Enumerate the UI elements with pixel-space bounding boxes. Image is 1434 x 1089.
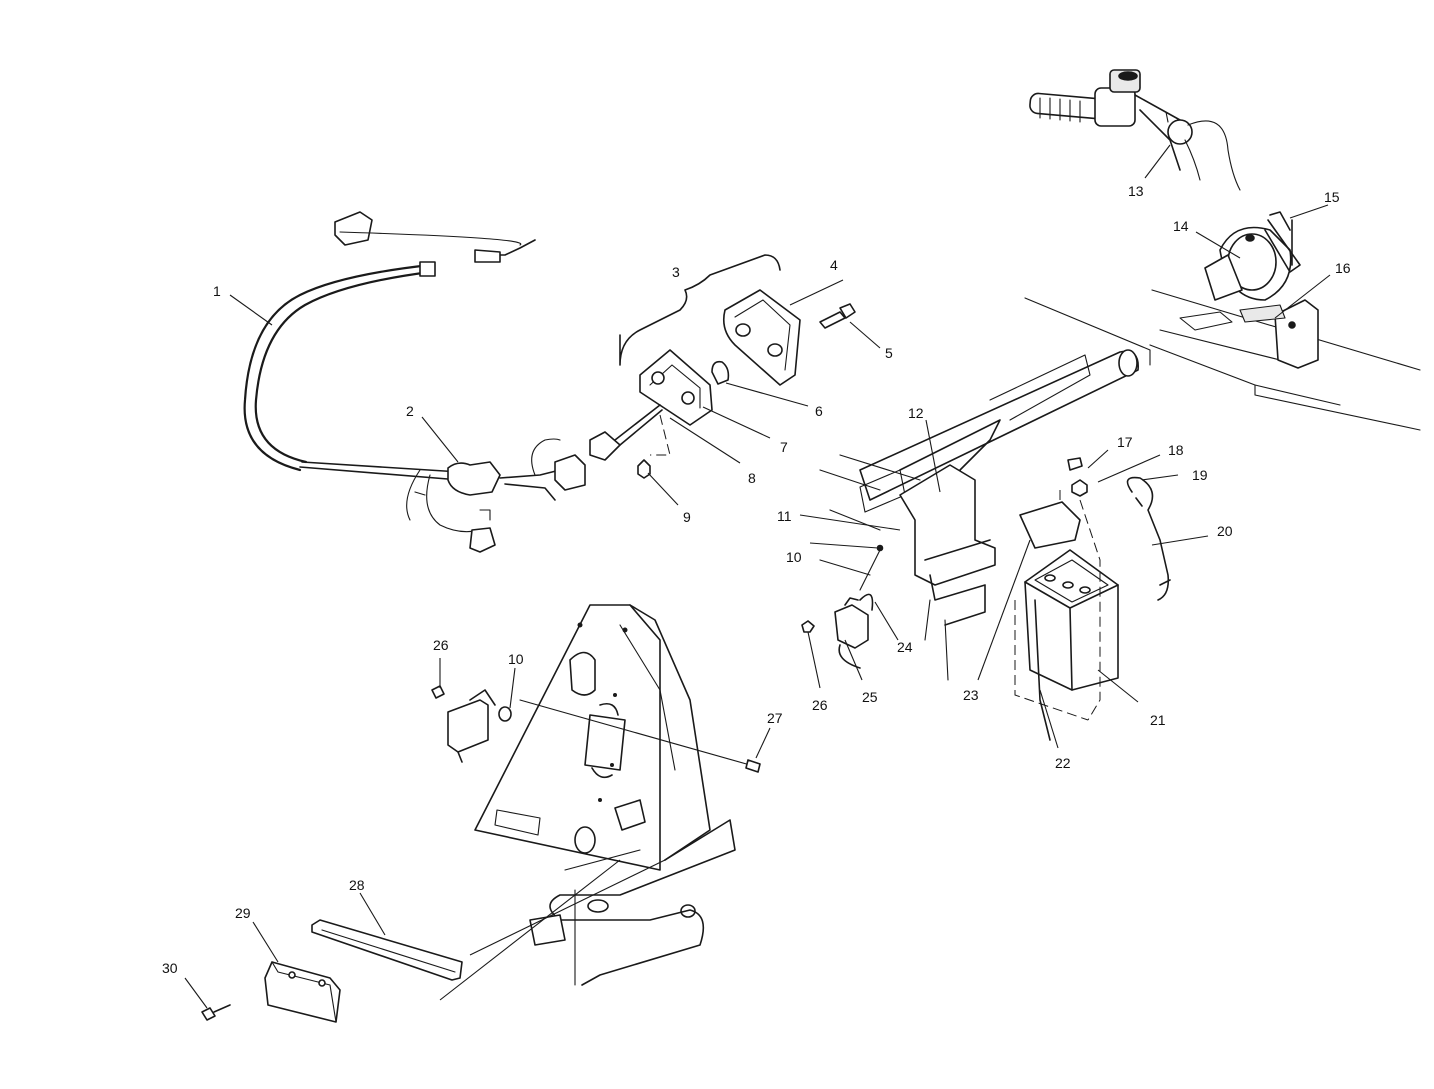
callout-21: 21 xyxy=(1150,712,1166,728)
callout-8: 8 xyxy=(748,470,756,486)
callout-25: 25 xyxy=(862,689,878,705)
callout-18: 18 xyxy=(1168,442,1184,458)
vehicle-frame xyxy=(819,289,1421,681)
callout-1: 1 xyxy=(213,283,221,299)
reflector-strip xyxy=(311,919,463,981)
callout-9: 9 xyxy=(683,509,691,525)
relay-module-center xyxy=(801,544,884,669)
callout-14: 14 xyxy=(1173,218,1189,234)
callout-5: 5 xyxy=(885,345,893,361)
callout-17: 17 xyxy=(1117,434,1133,450)
leader-lines xyxy=(184,144,1331,1009)
callout-30: 30 xyxy=(162,960,178,976)
callout-20: 20 xyxy=(1217,523,1233,539)
callout-2: 2 xyxy=(406,403,414,419)
callout-29: 29 xyxy=(235,905,251,921)
callout-labels: 1 2 3 4 5 6 7 8 9 10 10 11 12 13 14 15 1… xyxy=(162,183,1351,976)
callout-7: 7 xyxy=(780,439,788,455)
main-wire-harness xyxy=(243,211,536,481)
callout-4: 4 xyxy=(830,257,838,273)
battery-assembly xyxy=(1014,457,1171,741)
callout-10-left: 10 xyxy=(508,651,524,667)
callout-22: 22 xyxy=(1055,755,1071,771)
callout-23: 23 xyxy=(963,687,979,703)
handlebar-switch-assembly xyxy=(1029,69,1241,191)
callout-16: 16 xyxy=(1335,260,1351,276)
tail-light-assembly xyxy=(589,254,856,479)
callout-26-left: 26 xyxy=(433,637,449,653)
relay-module-left xyxy=(431,685,761,773)
callout-28: 28 xyxy=(349,877,365,893)
callout-3: 3 xyxy=(672,264,680,280)
callout-11: 11 xyxy=(777,508,792,524)
harness-switch-connectors xyxy=(406,438,586,553)
callout-13: 13 xyxy=(1128,183,1144,199)
callout-15: 15 xyxy=(1324,189,1340,205)
callout-10-center: 10 xyxy=(786,549,802,565)
callout-24: 24 xyxy=(897,639,913,655)
rear-panel xyxy=(474,604,711,871)
horn-assembly xyxy=(1179,211,1319,369)
callout-19: 19 xyxy=(1192,467,1208,483)
callout-27: 27 xyxy=(767,710,783,726)
callout-26-center: 26 xyxy=(812,697,828,713)
callout-6: 6 xyxy=(815,403,823,419)
reflector-bracket xyxy=(201,961,341,1023)
callout-12: 12 xyxy=(908,405,924,421)
